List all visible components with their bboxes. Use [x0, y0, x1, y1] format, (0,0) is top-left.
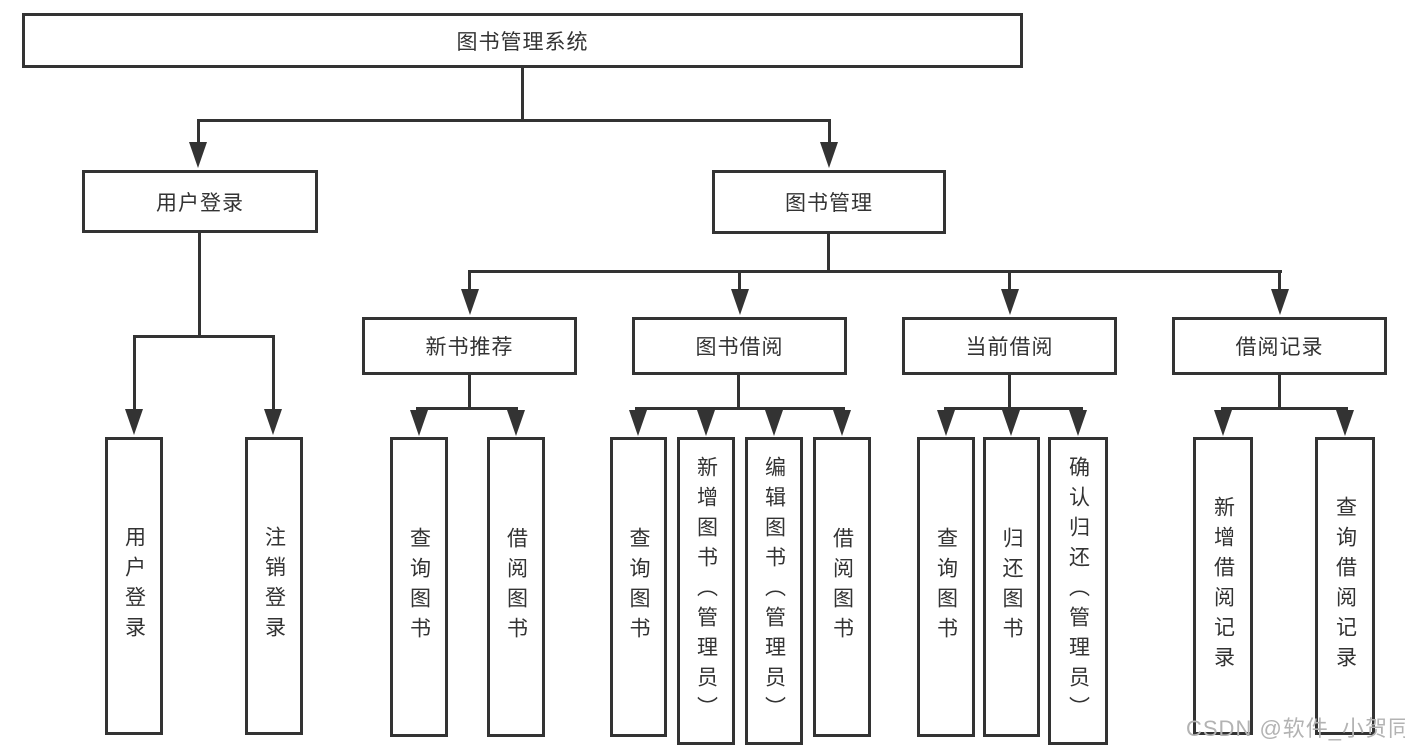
node-label: 当前借阅	[965, 336, 1054, 359]
connector-line	[197, 119, 831, 122]
node-logout: 注销登录	[245, 437, 303, 735]
node-label: 新增图书（管理员）	[694, 456, 718, 726]
node-query-books-current: 查询图书	[917, 437, 975, 737]
node-label: 图书借阅	[695, 336, 784, 359]
arrowhead	[507, 410, 525, 436]
node-label: 确认归还（管理员）	[1066, 456, 1090, 726]
node-add-borrow-record: 新增借阅记录	[1193, 437, 1253, 735]
node-user-login-leaf: 用户登录	[105, 437, 163, 735]
node-new-book-recommend: 新书推荐	[362, 317, 577, 375]
connector-line	[198, 233, 201, 338]
connector-line	[737, 375, 740, 409]
node-current-borrow: 当前借阅	[902, 317, 1117, 375]
arrowhead	[731, 289, 749, 315]
node-label: 图书管理系统	[456, 30, 589, 54]
node-label: 查询借阅记录	[1333, 496, 1357, 676]
arrowhead	[1336, 410, 1354, 436]
node-label: 用户登录	[122, 526, 146, 646]
arrowhead	[1214, 410, 1232, 436]
arrowhead	[820, 142, 838, 168]
node-return-book: 归还图书	[983, 437, 1040, 737]
node-label: 编辑图书（管理员）	[762, 456, 786, 726]
node-user-login: 用户登录	[82, 170, 318, 233]
arrowhead	[189, 142, 207, 168]
node-label: 借阅记录	[1235, 336, 1324, 359]
node-label: 查询图书	[934, 527, 958, 647]
node-book-management: 图书管理	[712, 170, 946, 234]
connector-line	[133, 335, 275, 338]
connector-line	[272, 337, 275, 413]
node-edit-book-admin: 编辑图书（管理员）	[745, 437, 803, 745]
node-label: 图书管理	[785, 192, 873, 215]
connector-line	[197, 121, 200, 147]
arrowhead	[1069, 410, 1087, 436]
node-query-books-borrow: 查询图书	[610, 437, 667, 737]
connector-line	[1278, 375, 1281, 409]
connector-line	[828, 121, 831, 147]
connector-line	[944, 407, 1083, 410]
connector-line	[521, 68, 524, 121]
connector-line	[827, 234, 830, 272]
arrowhead	[1002, 410, 1020, 436]
connector-line	[468, 270, 1282, 273]
node-borrow-books-leaf: 借阅图书	[813, 437, 871, 737]
connector-line	[1278, 272, 1281, 292]
arrowhead	[833, 410, 851, 436]
node-label: 注销登录	[262, 526, 286, 646]
node-label: 借阅图书	[830, 527, 854, 647]
arrowhead	[264, 409, 282, 435]
node-query-books-recommend: 查询图书	[390, 437, 448, 737]
node-library-management-system: 图书管理系统	[22, 13, 1023, 68]
connector-line	[468, 272, 471, 292]
connector-line	[635, 407, 845, 410]
node-label: 用户登录	[156, 191, 244, 215]
connector-line	[133, 337, 136, 413]
node-add-book-admin: 新增图书（管理员）	[677, 437, 735, 745]
node-label: 新书推荐	[425, 336, 514, 359]
node-borrow-records: 借阅记录	[1172, 317, 1387, 375]
node-confirm-return-admin: 确认归还（管理员）	[1048, 437, 1108, 745]
node-borrow-books-recommend: 借阅图书	[487, 437, 545, 737]
arrowhead	[410, 410, 428, 436]
connector-line	[416, 407, 518, 410]
node-label: 归还图书	[1000, 527, 1023, 647]
node-label: 借阅图书	[504, 527, 528, 647]
watermark-text: CSDN @软件_小贺同学	[1186, 716, 1405, 741]
arrowhead	[629, 410, 647, 436]
arrowhead	[765, 410, 783, 436]
connector-line	[738, 272, 741, 292]
arrowhead	[1001, 289, 1019, 315]
node-label: 新增借阅记录	[1211, 496, 1235, 676]
arrowhead	[937, 410, 955, 436]
node-book-borrow: 图书借阅	[632, 317, 847, 375]
arrowhead	[125, 409, 143, 435]
connector-line	[1008, 375, 1011, 409]
connector-line	[1221, 407, 1348, 410]
node-query-borrow-record: 查询借阅记录	[1315, 437, 1375, 735]
node-label: 查询图书	[627, 527, 650, 647]
arrowhead	[697, 410, 715, 436]
arrowhead	[1271, 289, 1289, 315]
connector-line	[1008, 272, 1011, 292]
node-label: 查询图书	[407, 527, 431, 647]
arrowhead	[461, 289, 479, 315]
connector-line	[468, 375, 471, 409]
